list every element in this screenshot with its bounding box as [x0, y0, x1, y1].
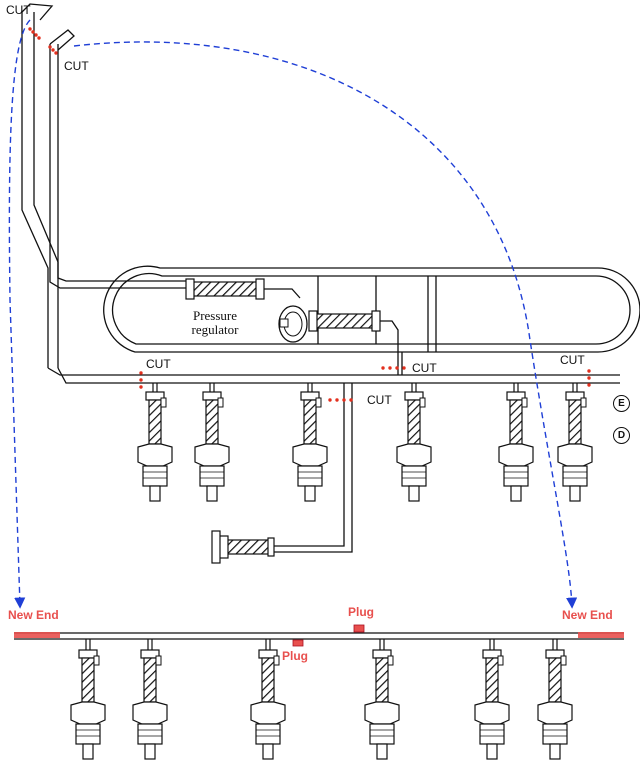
- relocation-arrows: [8, 19, 578, 609]
- top-injector-4: [396, 391, 432, 502]
- plug-top: [353, 624, 365, 633]
- side-feed-line: [270, 383, 353, 553]
- bottom-injectors: [70, 639, 573, 760]
- top-injector-2: [194, 391, 230, 502]
- top-injector-3: [292, 391, 328, 502]
- plug-bottom: [292, 639, 304, 647]
- marker-d: D: [613, 427, 630, 444]
- cut-label-right-rail: CUT: [560, 353, 585, 367]
- cut-label-left-rail: CUT: [146, 357, 171, 371]
- bottom-injector-4: [364, 649, 400, 760]
- cut-label-top-left: CUT: [6, 3, 31, 17]
- top-injector-6: [557, 391, 593, 502]
- cut-label-center-rail: CUT: [412, 361, 437, 375]
- plug-label-top: Plug: [348, 605, 374, 619]
- marker-e: E: [613, 395, 630, 412]
- side-injector: [211, 530, 275, 564]
- bottom-injector-3: [250, 649, 286, 760]
- bottom-injector-5: [474, 649, 510, 760]
- bottom-injector-2: [132, 649, 168, 760]
- pressure-regulator-label: Pressure regulator: [191, 308, 239, 337]
- cut-markers: [28, 27, 591, 402]
- cut-label-top-return: CUT: [64, 59, 89, 73]
- new-end-label-left: New End: [8, 608, 59, 622]
- new-end-label-right: New End: [562, 608, 613, 622]
- return-loop: [103, 265, 640, 375]
- pressure-regulator: [185, 278, 399, 352]
- cut-label-side-feed: CUT: [367, 393, 392, 407]
- feed-lines: [21, 3, 620, 384]
- top-injector-1: [137, 391, 173, 502]
- bottom-injector-1: [70, 649, 106, 760]
- top-injector-5: [498, 391, 534, 502]
- plug-label-bottom: Plug: [282, 649, 308, 663]
- top-injectors: [137, 383, 593, 502]
- new-fuel-rail: [14, 624, 624, 647]
- bottom-injector-6: [537, 649, 573, 760]
